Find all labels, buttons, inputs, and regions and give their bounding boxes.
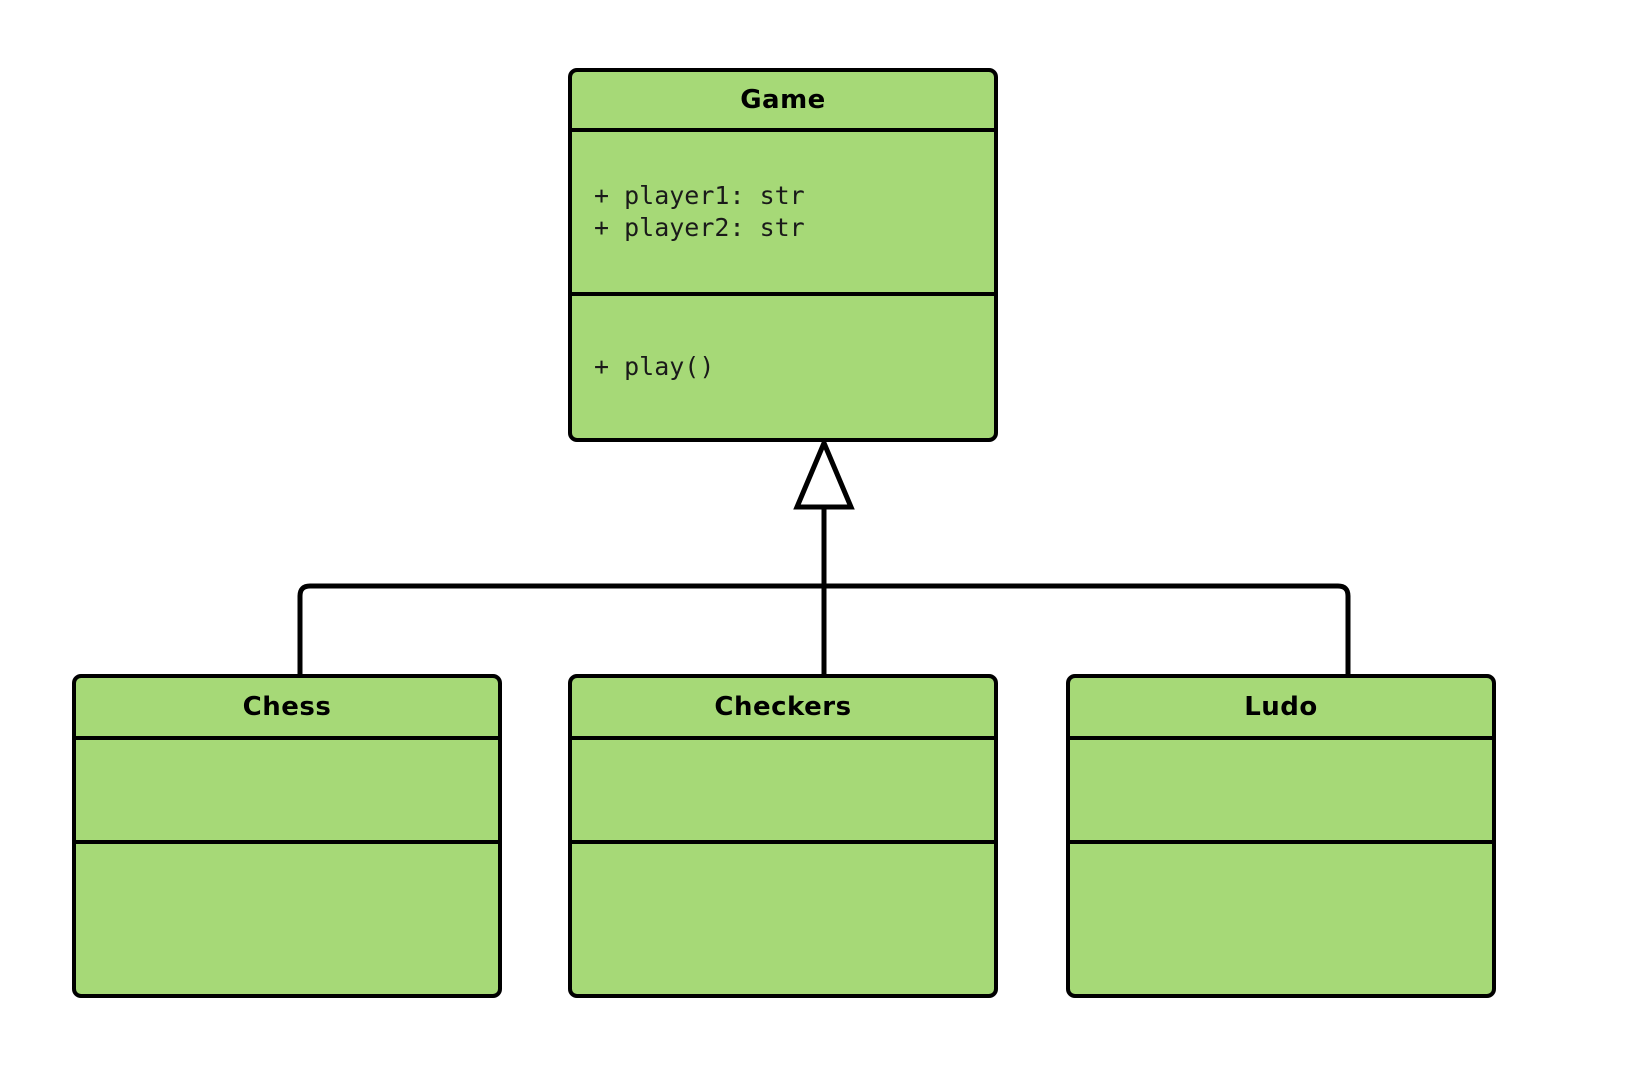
uml-class-game[interactable]: Game + player1: str + player2: str + pla… [568, 68, 998, 442]
class-name-checkers: Checkers [572, 678, 994, 740]
methods-compartment-ludo [1070, 844, 1492, 994]
uml-class-checkers[interactable]: Checkers [568, 674, 998, 998]
methods-compartment-game: + play() [572, 296, 994, 438]
class-name-ludo: Ludo [1070, 678, 1492, 740]
attributes-compartment-game: + player1: str + player2: str [572, 132, 994, 296]
attribute-item: + player1: str [594, 181, 805, 210]
class-name-chess: Chess [76, 678, 498, 740]
attributes-compartment-checkers [572, 740, 994, 844]
attributes-compartment-chess [76, 740, 498, 844]
inheritance-bus-line [297, 583, 1351, 674]
attribute-item: + player2: str [594, 213, 805, 242]
uml-class-chess[interactable]: Chess [72, 674, 502, 998]
uml-class-ludo[interactable]: Ludo [1066, 674, 1496, 998]
methods-compartment-chess [76, 844, 498, 994]
attributes-compartment-ludo [1070, 740, 1492, 844]
inheritance-arrowhead-icon [793, 436, 855, 510]
method-item: + play() [594, 352, 715, 381]
methods-compartment-checkers [572, 844, 994, 994]
class-name-game: Game [572, 72, 994, 132]
